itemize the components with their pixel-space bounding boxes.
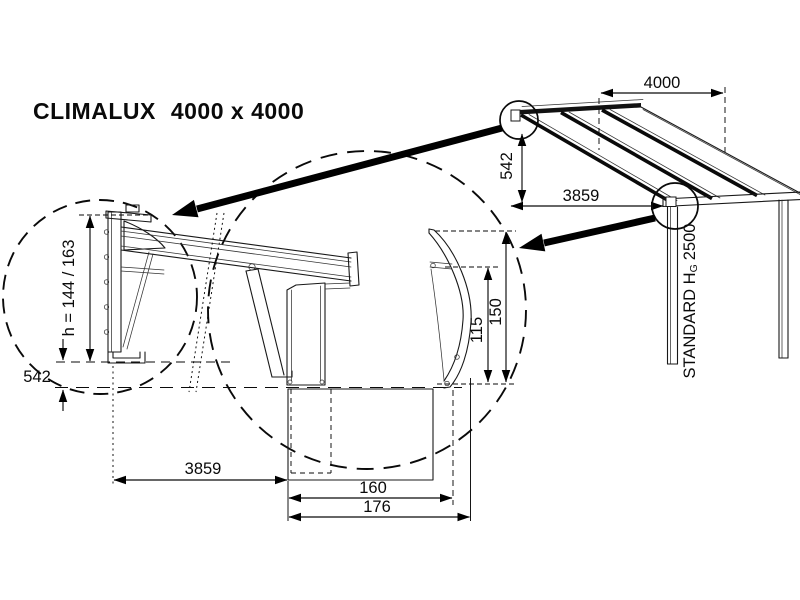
strut-line-1 (122, 251, 150, 348)
dim-section-projection-label: 3859 (185, 460, 222, 478)
canopy-3d-overview: STANDARD HG2500 4000 542 3859 (498, 74, 800, 378)
product-name: CLIMALUX (33, 98, 156, 124)
wall-detail-section: h = 144 / 163 542 (2, 199, 198, 411)
roof-right-edge-inner (642, 109, 800, 195)
dim-section-drop: 542 (23, 339, 68, 411)
callout-arrow-front-detail (519, 214, 656, 252)
gutter-corner-bracket (665, 196, 677, 207)
wall-corner-bracket (510, 109, 521, 122)
front-channel-profile (286, 282, 351, 386)
dim-profile-height: h = 144 / 163 (60, 214, 149, 362)
front-detail-section: 115 150 160 176 (112, 150, 527, 522)
wall-foot-profile (107, 351, 146, 364)
dim-beam-depth-outer-label: 176 (363, 498, 391, 516)
dim-glass-edge-height-label: 115 (468, 317, 486, 343)
wall-flashing-line (521, 99, 644, 107)
dim-section-projection: 3859 (112, 366, 288, 487)
dim-roof-projection-label: 3859 (563, 187, 600, 205)
rafter-mid-1 (560, 110, 713, 201)
rafter-mid-2 (601, 108, 758, 198)
wall-top-cap (105, 210, 152, 223)
callout-arrowhead-front-icon (519, 233, 546, 252)
dim-roof-drop: 542 (498, 133, 527, 203)
dim-glass-edge-height: 115 (445, 266, 498, 383)
gutter-fascia-profile (428, 228, 472, 389)
glass-joint-1 (528, 114, 678, 201)
roof-panel-section (120, 212, 360, 393)
dim-roof-projection: 3859 (510, 187, 664, 211)
post-right (778, 199, 789, 359)
wall-profile (103, 204, 166, 364)
dim-profile-height-label: h = 144 / 163 (60, 240, 78, 337)
strut-line-2 (126, 253, 154, 350)
post-height-label: STANDARD HG2500 (681, 224, 700, 379)
dim-beam-depth-inner-label: 160 (359, 479, 387, 497)
roof-right-edge-outer (640, 106, 800, 194)
mid-rail-1 (120, 266, 165, 271)
callout-arrows (172, 124, 656, 252)
mid-rail-2 (120, 270, 165, 275)
wall-top-clamp (125, 204, 140, 213)
wall-corner-highlight-circle (499, 100, 539, 140)
front-detail-circle (207, 150, 527, 470)
glass-joint-3 (609, 109, 766, 196)
dim-roof-drop-label: 542 (498, 152, 516, 180)
glass-joint-2 (568, 111, 721, 199)
callout-arrowhead-wall-icon (172, 199, 199, 218)
gutter-beam-bottom (662, 199, 800, 208)
wall-detail-circle (2, 199, 198, 395)
gutter-beam-top (662, 191, 800, 200)
callout-arrow-wall-detail (172, 124, 503, 218)
panel-end-cap (347, 251, 360, 287)
page-title: CLIMALUX 4000 x 4000 (33, 98, 304, 124)
dim-roof-width-label: 4000 (644, 74, 681, 92)
wall-beam-band (519, 103, 641, 115)
dim-beam-depth-inner: 160 (287, 378, 471, 521)
product-size: 4000 x 4000 (171, 98, 304, 124)
post-left (666, 206, 679, 365)
dim-fascia-height: 150 (435, 230, 516, 385)
hanger-bracket (245, 263, 293, 378)
break-line-2 (195, 212, 225, 393)
dim-section-drop-label: 542 (23, 368, 51, 386)
gutter-corner-highlight-circle (651, 182, 699, 230)
dim-beam-depth-outer: 176 (288, 498, 471, 522)
dim-roof-width: 4000 (598, 74, 726, 152)
front-beam-housing (287, 388, 434, 481)
dim-fascia-height-label: 150 (487, 298, 505, 326)
rafter-left-edge (520, 113, 670, 203)
gusset-fin (123, 220, 166, 251)
break-line-1 (188, 212, 218, 393)
